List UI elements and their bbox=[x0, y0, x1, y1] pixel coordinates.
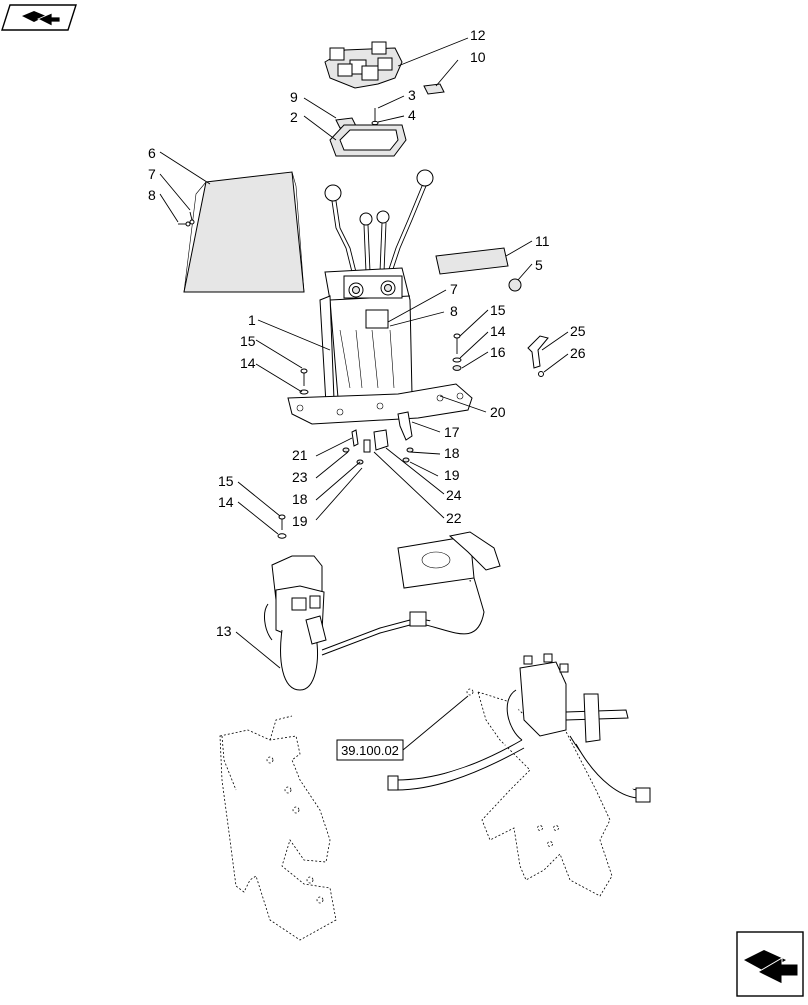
callout-6: 6 bbox=[148, 145, 156, 161]
pedal-bracket-plate bbox=[397, 531, 501, 589]
callout-19-left: 19 bbox=[292, 513, 308, 529]
part-2-frame bbox=[329, 124, 407, 157]
reference-label: 39.100.02 bbox=[341, 743, 399, 758]
parts-7-8-screws bbox=[178, 211, 195, 227]
callout-5: 5 bbox=[535, 257, 543, 273]
callout-18-left: 18 bbox=[292, 491, 308, 507]
callout-19-right: 19 bbox=[444, 467, 460, 483]
part-20-base-plate bbox=[287, 383, 473, 425]
right-chassis-bracket bbox=[466, 688, 613, 897]
callout-11: 11 bbox=[535, 233, 550, 249]
callout-labels: 12 10 9 3 2 4 6 7 8 11 5 7 8 1 15 15 14 … bbox=[148, 27, 586, 639]
callout-14-left: 14 bbox=[240, 355, 256, 371]
leader-lines bbox=[159, 37, 569, 751]
part-1-valve-body bbox=[319, 267, 413, 405]
callout-8-mid: 8 bbox=[450, 303, 458, 319]
callout-15-left: 15 bbox=[240, 333, 256, 349]
callout-1: 1 bbox=[248, 312, 256, 328]
callout-2: 2 bbox=[290, 109, 298, 125]
control-levers bbox=[324, 169, 434, 273]
part-10-label bbox=[423, 83, 445, 95]
part-5-cap bbox=[508, 278, 522, 292]
parts-15-14-bolt-lower bbox=[277, 514, 287, 539]
book-navigation-icon[interactable] bbox=[1, 4, 77, 31]
callout-3: 3 bbox=[408, 87, 416, 103]
part-11-label bbox=[435, 247, 509, 275]
next-page-arrow-icon[interactable] bbox=[736, 931, 804, 997]
part-13-pedal-valve bbox=[264, 555, 485, 691]
callout-17: 17 bbox=[444, 424, 460, 440]
callout-15-lower: 15 bbox=[218, 473, 234, 489]
callout-20: 20 bbox=[490, 404, 506, 420]
callout-26: 26 bbox=[570, 345, 586, 361]
callout-13: 13 bbox=[216, 623, 232, 639]
callout-4: 4 bbox=[408, 107, 416, 123]
callout-16: 16 bbox=[490, 344, 506, 360]
parts-15-14-bolt-left bbox=[299, 368, 309, 395]
left-chassis-bracket bbox=[219, 715, 337, 941]
callout-21: 21 bbox=[292, 447, 308, 463]
callout-10: 10 bbox=[470, 49, 486, 65]
parts-15-14-16-bolt-stack bbox=[452, 333, 462, 371]
callout-12: 12 bbox=[470, 27, 486, 43]
callout-14-lower: 14 bbox=[218, 494, 234, 510]
callout-22: 22 bbox=[446, 510, 462, 526]
callout-8-top: 8 bbox=[148, 187, 156, 203]
part-12-boot bbox=[324, 41, 403, 89]
callout-18-right: 18 bbox=[444, 445, 460, 461]
callout-15-right: 15 bbox=[490, 302, 506, 318]
reference-box[interactable]: 39.100.02 bbox=[336, 739, 404, 761]
callout-7-top: 7 bbox=[148, 166, 156, 182]
part-6-cover bbox=[183, 171, 305, 293]
callout-24: 24 bbox=[446, 487, 462, 503]
callout-7-mid: 7 bbox=[450, 281, 458, 297]
callout-25: 25 bbox=[570, 323, 586, 339]
callout-23: 23 bbox=[292, 469, 308, 485]
callout-14-right: 14 bbox=[490, 323, 506, 339]
callout-9: 9 bbox=[290, 89, 298, 105]
part-25-hose bbox=[527, 335, 549, 377]
steering-valve-assembly bbox=[387, 653, 651, 803]
